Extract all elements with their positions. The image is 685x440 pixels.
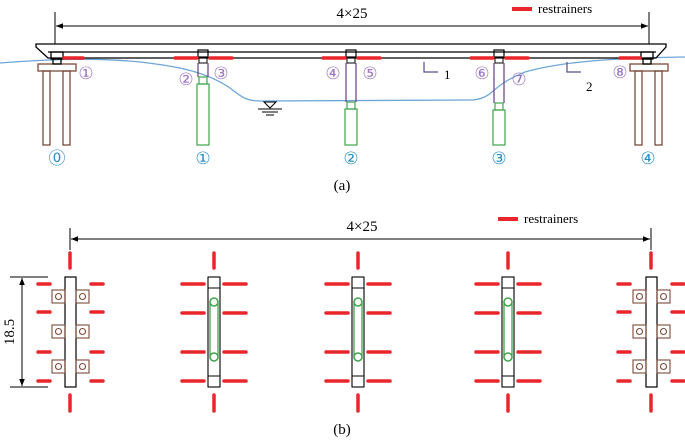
plan-abutment-left bbox=[51, 276, 90, 388]
restrainer-label-8: ⑧ bbox=[612, 63, 627, 82]
restrainer-label-5: ⑤ bbox=[362, 64, 377, 83]
pier-3 bbox=[492, 49, 506, 146]
elevation-caption: (a) bbox=[334, 178, 351, 194]
pier-label-4: ④ bbox=[640, 149, 655, 168]
plan-restrainers bbox=[36, 251, 685, 413]
restrainer-label-6: ⑥ bbox=[474, 64, 489, 83]
restrainer-label-3: ③ bbox=[213, 64, 228, 83]
plan-span-label: 4×25 bbox=[347, 219, 378, 235]
plan-abutment-right bbox=[632, 276, 671, 388]
elevation-legend-label: restrainers bbox=[538, 1, 592, 16]
plan-pier-2 bbox=[351, 276, 365, 388]
section-mark-2: 2 bbox=[566, 62, 593, 94]
deck-girder bbox=[35, 43, 667, 59]
plan-legend-label: restrainers bbox=[524, 211, 578, 226]
restrainer-labels: ① ② ③ ④ ⑤ ⑥ ⑦ ⑧ bbox=[78, 63, 627, 89]
pier-2 bbox=[344, 49, 358, 146]
pier-label-0: ⓪ bbox=[49, 149, 66, 168]
pier-label-2: ② bbox=[343, 149, 358, 168]
pier-label-1: ① bbox=[195, 149, 210, 168]
abutment-right bbox=[629, 51, 669, 146]
restrainer-label-1: ① bbox=[78, 64, 93, 83]
section-mark-1-label: 1 bbox=[444, 67, 451, 82]
abutment-left bbox=[37, 51, 77, 146]
plan-pier-3 bbox=[501, 276, 515, 388]
section-mark-1: 1 bbox=[423, 62, 451, 82]
restrainer-label-7: ⑦ bbox=[511, 70, 526, 89]
elevation-view: 4×25 restrainers bbox=[0, 1, 685, 194]
restrainer-label-2: ② bbox=[178, 70, 193, 89]
plan-caption: (b) bbox=[333, 422, 351, 438]
width-dimension-label: 18.5 bbox=[2, 319, 18, 345]
pier-1 bbox=[196, 49, 210, 146]
pier-label-3: ③ bbox=[491, 149, 506, 168]
restrainer-label-4: ④ bbox=[325, 64, 340, 83]
water-level-icon bbox=[258, 101, 282, 116]
elevation-span-label: 4×25 bbox=[337, 6, 368, 22]
ground-profile-line bbox=[0, 56, 685, 102]
section-mark-2-label: 2 bbox=[586, 79, 593, 94]
pier-labels: ⓪ ① ② ③ ④ bbox=[49, 149, 656, 168]
plan-pier-1 bbox=[207, 276, 221, 388]
plan-view: restrainers 4×25 18.5 bbox=[2, 211, 685, 438]
